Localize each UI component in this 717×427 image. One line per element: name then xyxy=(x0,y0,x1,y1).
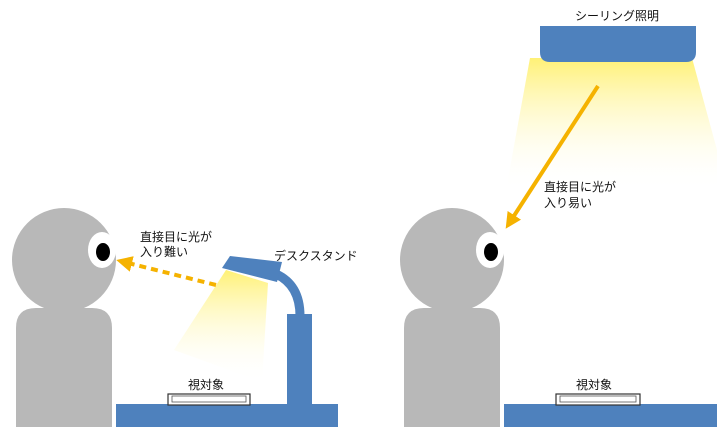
left-object-tray xyxy=(167,393,251,406)
right-pupil xyxy=(484,243,498,261)
left-note-line2: 入り難い xyxy=(140,244,188,259)
right-object-tray xyxy=(555,393,641,406)
left-person xyxy=(12,208,116,427)
desk-stand-label: デスクスタンド xyxy=(274,248,358,263)
desk-lamp-light-beam xyxy=(174,270,268,382)
left-scene: 直接目に光が 入り難い デスクスタンド 視対象 xyxy=(12,208,358,427)
left-torso xyxy=(16,308,112,427)
right-note-line2: 入り易い xyxy=(544,196,592,210)
right-person xyxy=(400,208,504,427)
left-desk xyxy=(116,404,338,427)
left-object-label: 視対象 xyxy=(188,377,224,392)
ceiling-light-label: シーリング照明 xyxy=(575,9,659,23)
left-pupil xyxy=(96,243,110,261)
right-head xyxy=(400,208,504,312)
right-desk xyxy=(504,404,717,427)
ceiling-light-beam xyxy=(506,58,717,190)
right-torso xyxy=(404,308,500,427)
ceiling-light-fixture xyxy=(540,26,696,62)
left-note-line1: 直接目に光が xyxy=(140,229,212,244)
right-object-label: 視対象 xyxy=(576,377,612,392)
right-scene: シーリング照明 直接目に光が 入り易い 視対象 xyxy=(400,9,717,427)
desk-lamp-head xyxy=(222,256,282,282)
desk-lamp-base xyxy=(287,314,312,406)
left-object-tray-inner xyxy=(171,395,247,403)
left-indirect-light-arrow xyxy=(116,256,217,287)
right-direct-light-arrow xyxy=(505,84,600,229)
right-note-line1: 直接目に光が xyxy=(544,179,616,194)
right-object-tray-inner xyxy=(559,395,637,403)
left-head xyxy=(12,208,116,312)
desk-lamp-arm xyxy=(273,269,305,317)
desk-stand-lamp xyxy=(174,256,312,406)
